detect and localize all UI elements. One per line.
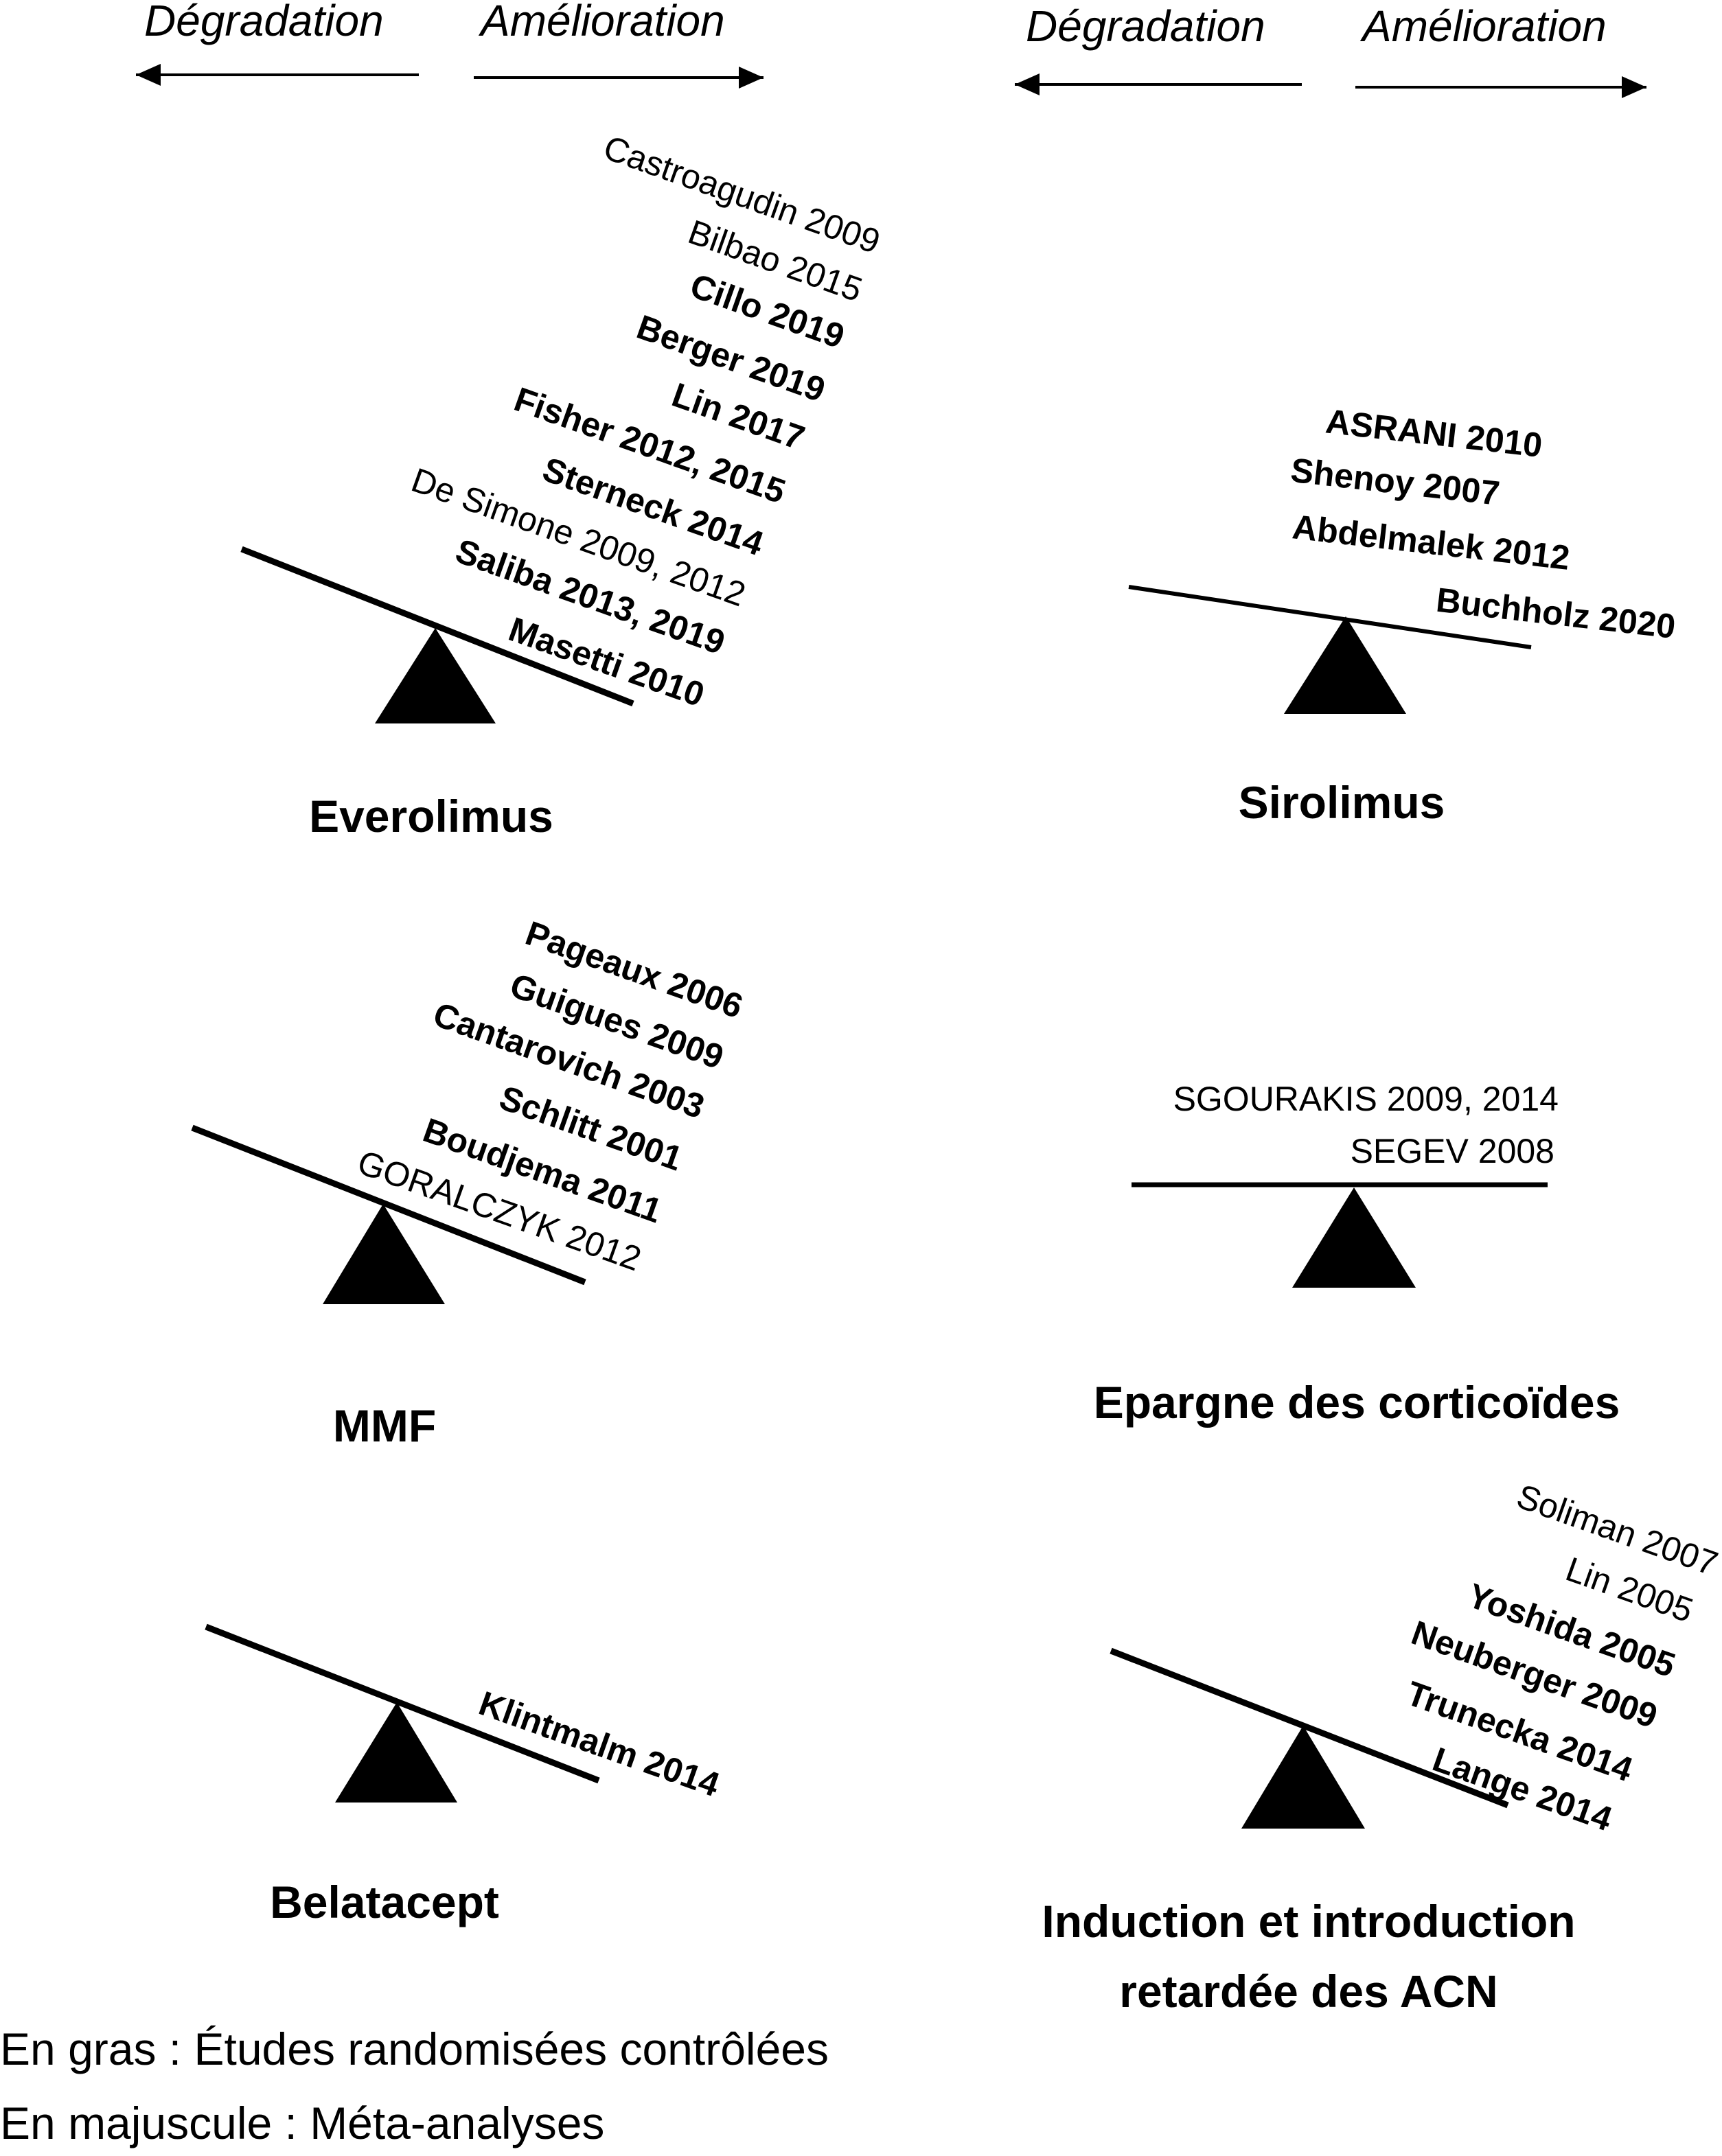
induction-title-line1: Induction et introduction — [1042, 1896, 1575, 1947]
induction-balance: Soliman 2007 Lin 2005 Yoshida 2005 Neube… — [1042, 1477, 1722, 2017]
sirolimus-study: Buchholz 2020 — [1434, 581, 1677, 646]
mmf-balance: Pageaux 2006 Guigues 2009 Cantarovich 20… — [191, 914, 748, 1451]
induction-title-line2: retardée des ACN — [1119, 1966, 1497, 2017]
sirolimus-beam — [1128, 585, 1532, 649]
sirolimus-study: ASRANI 2010 — [1324, 402, 1544, 465]
mmf-beam — [191, 1124, 586, 1286]
induction-fulcrum — [1241, 1726, 1365, 1829]
corticoides-fulcrum — [1292, 1187, 1416, 1288]
sirolimus-study: Abdelmalek 2012 — [1291, 507, 1572, 577]
belatacept-beam — [205, 1623, 600, 1784]
corticoides-title: Epargne des corticoïdes — [1094, 1377, 1620, 1428]
sirolimus-study: Shenoy 2007 — [1289, 451, 1502, 513]
induction-beam — [1110, 1647, 1509, 1809]
belatacept-fulcrum — [335, 1702, 457, 1803]
right-degradation-label: Dégradation — [1026, 1, 1265, 51]
corticoides-study: SGOURAKIS 2009, 2014 — [1173, 1080, 1559, 1118]
left-degradation-label: Dégradation — [144, 0, 384, 45]
everolimus-title: Everolimus — [309, 791, 553, 842]
mmf-fulcrum — [323, 1204, 445, 1304]
everolimus-balance: Castroagudin 2009 Bilbao 2015 Cillo 2019… — [240, 128, 885, 842]
corticoides-study: SEGEV 2008 — [1351, 1132, 1554, 1170]
corticoides-balance: SGOURAKIS 2009, 2014 SEGEV 2008 Epargne … — [1094, 1080, 1620, 1428]
legend-caps-note: En majuscule : Méta-analyses — [0, 2098, 605, 2148]
everolimus-beam — [240, 546, 634, 707]
belatacept-balance: Klintmalm 2014 Belatacept — [205, 1623, 724, 1927]
sirolimus-fulcrum — [1284, 616, 1406, 714]
belatacept-title: Belatacept — [270, 1877, 499, 1927]
legend-bold-note: En gras : Études randomisées contrôlées — [0, 2024, 829, 2074]
sirolimus-balance: ASRANI 2010 Shenoy 2007 Abdelmalek 2012 … — [1128, 402, 1677, 828]
mmf-title: MMF — [333, 1400, 436, 1451]
left-amelioration-label: Amélioration — [478, 0, 725, 45]
sirolimus-title: Sirolimus — [1239, 777, 1445, 828]
everolimus-fulcrum — [375, 628, 496, 723]
right-amelioration-label: Amélioration — [1359, 1, 1607, 51]
